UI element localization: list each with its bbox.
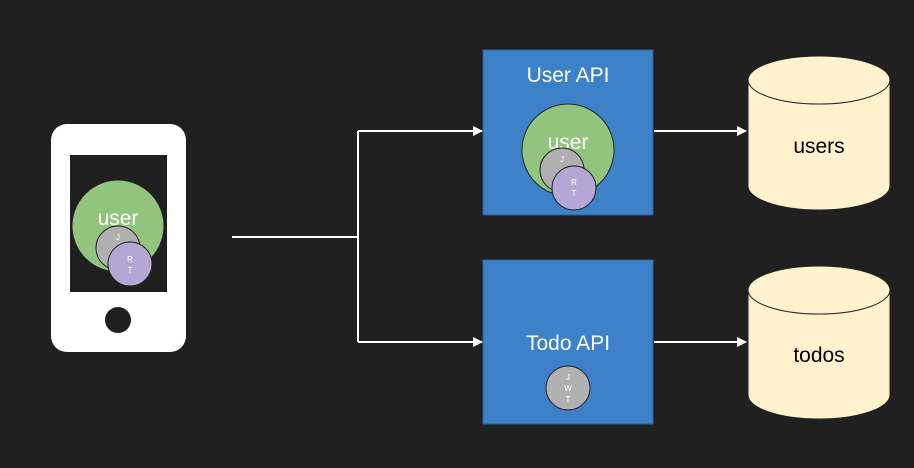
rt-circle <box>107 241 153 287</box>
users-db-top <box>747 55 891 105</box>
todo-api-box: Todo API J W T <box>482 259 654 425</box>
todos-db-top <box>747 265 891 315</box>
users-db-body <box>747 80 891 211</box>
phone-to-api-connectors <box>232 126 483 347</box>
database-cylinder-icon: users <box>747 55 891 211</box>
rt-label-line2: T <box>572 189 577 198</box>
jwt-circle <box>545 365 591 411</box>
todos-db-label: todos <box>793 344 844 367</box>
user-api-title: User API <box>527 64 610 87</box>
jwt-label-line3: T <box>566 395 571 404</box>
todo-api-title: Todo API <box>526 332 610 355</box>
jwt-label: J <box>560 155 564 164</box>
todos-db-body <box>747 290 891 420</box>
phone-user-token: user J R T <box>71 179 165 287</box>
users-db-label: users <box>793 135 844 158</box>
rt-label-line1: R <box>127 255 133 264</box>
user-api-box: User API user J R T <box>482 49 654 216</box>
rt-circle <box>551 165 597 211</box>
user-label: user <box>98 207 139 230</box>
jwt-label-line1: J <box>566 373 570 382</box>
jwt-label-line2: W <box>564 384 572 393</box>
database-cylinder-icon: todos <box>747 265 891 420</box>
jwt-label: J <box>116 233 120 242</box>
rt-label-line2: T <box>128 266 133 275</box>
rt-label-line1: R <box>571 178 577 187</box>
phone-home-button <box>105 307 131 333</box>
